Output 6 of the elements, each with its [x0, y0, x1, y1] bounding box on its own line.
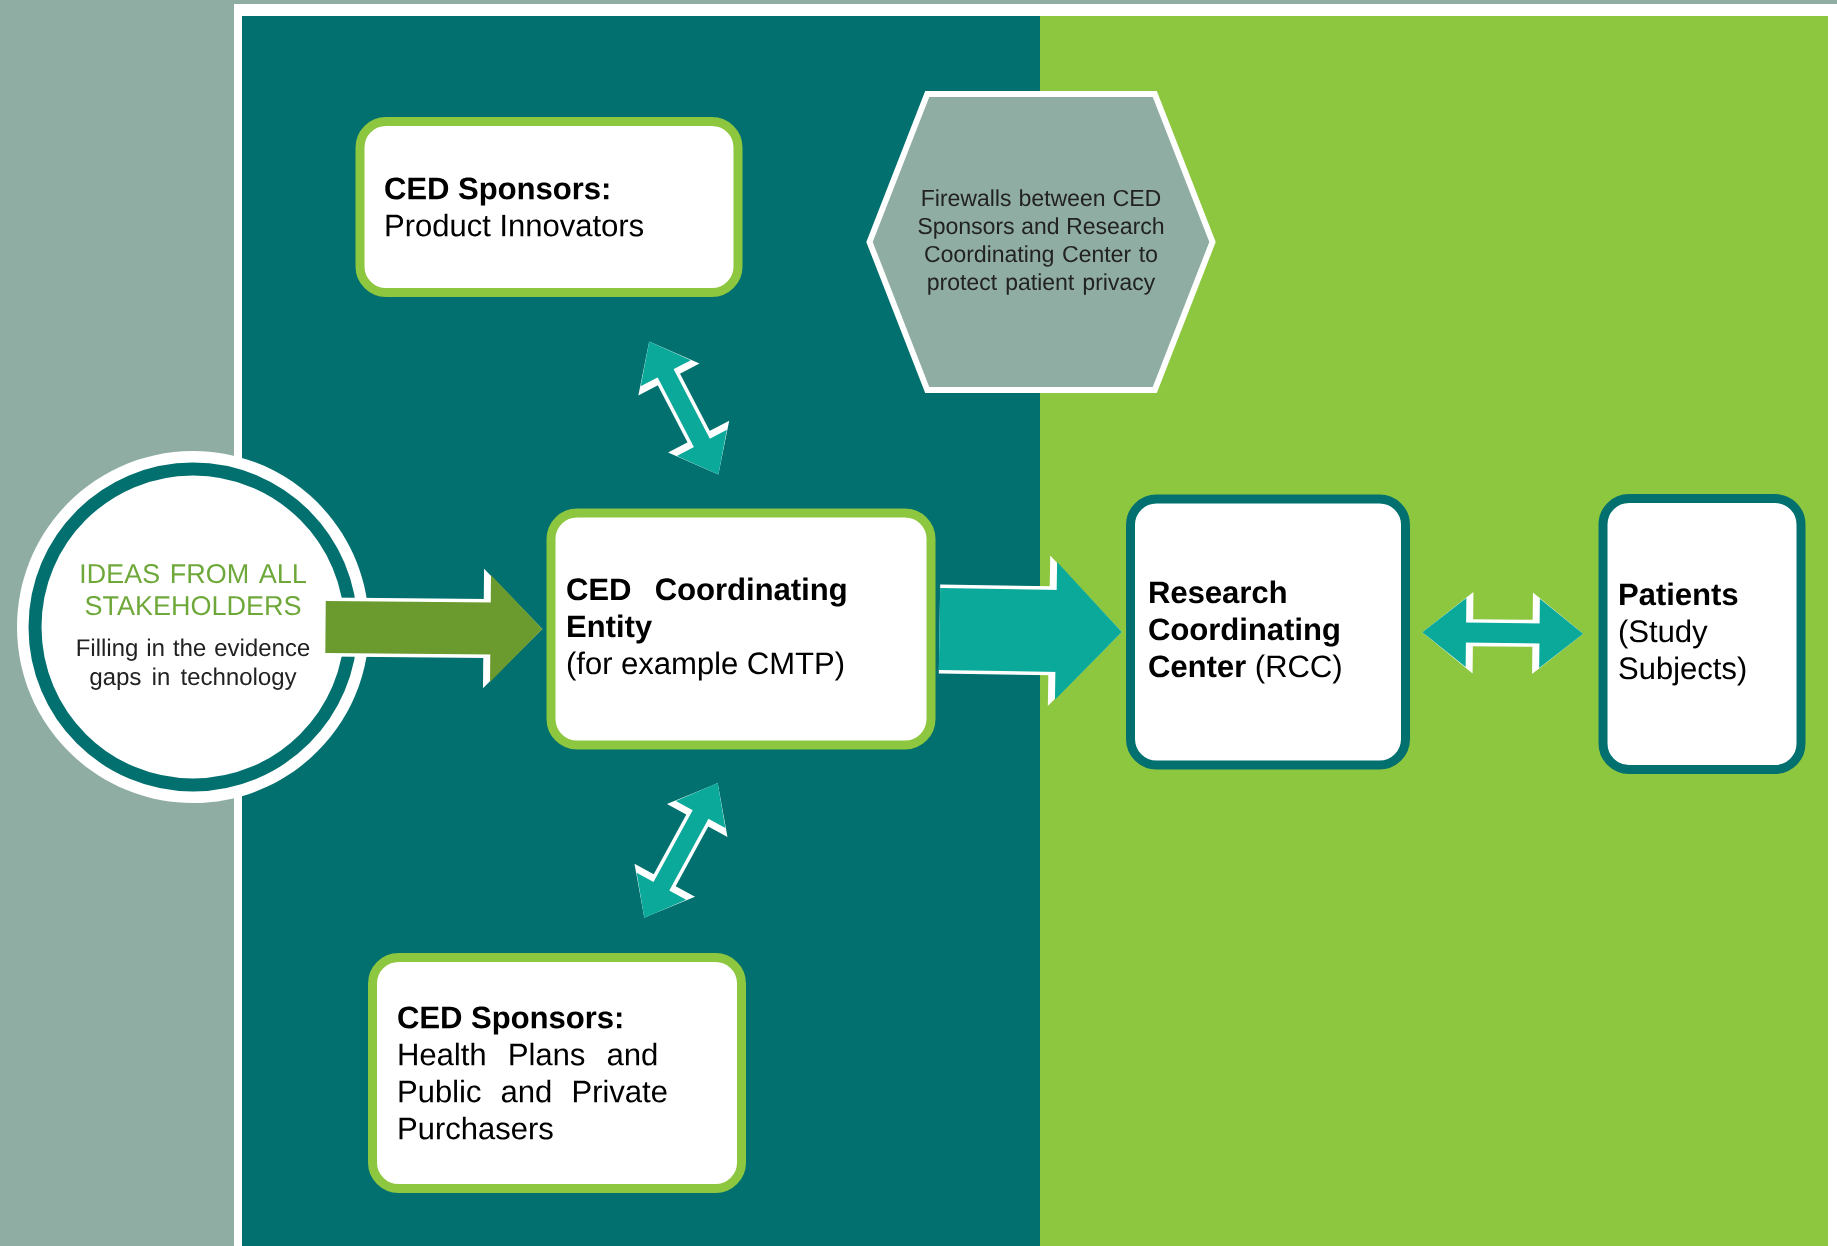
process-box: Patients (Study Subjects)	[1598, 494, 1806, 774]
hexagon: Firewalls between CED Sponsors and Research Coordinating Center to protect patient privacy	[866, 91, 1216, 393]
process-box: CED Coordinating Entity (for example CMTP)	[546, 508, 936, 750]
process-box: Research Coordinating Center (RCC)	[1126, 494, 1410, 770]
process-box: CED Sponsors: Product Innovators	[355, 117, 743, 297]
process-box: CED Sponsors: Health Plans and Public and Private Purchasers	[368, 953, 746, 1193]
